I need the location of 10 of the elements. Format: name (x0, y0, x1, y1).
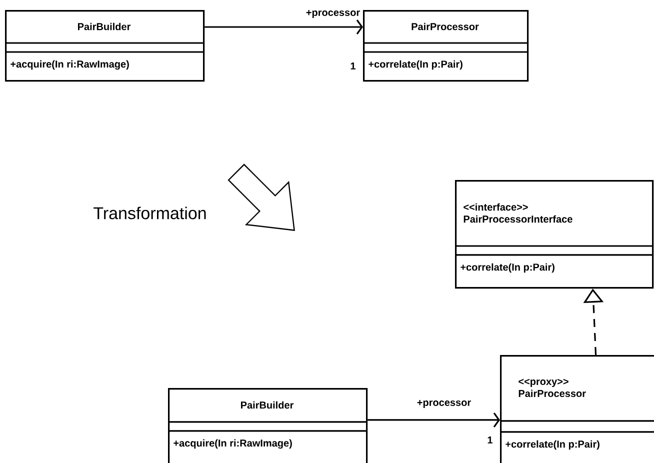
class-box: PairProcessor +correlate(In p:Pair) (363, 10, 529, 82)
edge-label: +processor (416, 399, 472, 409)
title-label: Transformation (94, 206, 206, 220)
arrow (204, 20, 363, 34)
class-box: <<interface>> PairProcessorInterface +correlate(In p:Pair) (455, 180, 654, 289)
arrow (368, 412, 500, 428)
class-box: PairBuilder +acquire(In ri:RawImage) (168, 388, 368, 463)
class-box: PairBuilder +acquire(In ri:RawImage) (5, 10, 205, 82)
edge-label: +processor (304, 9, 362, 19)
class-box: <<proxy>> PairProcessor +correlate(In p:Pair) (500, 354, 654, 463)
